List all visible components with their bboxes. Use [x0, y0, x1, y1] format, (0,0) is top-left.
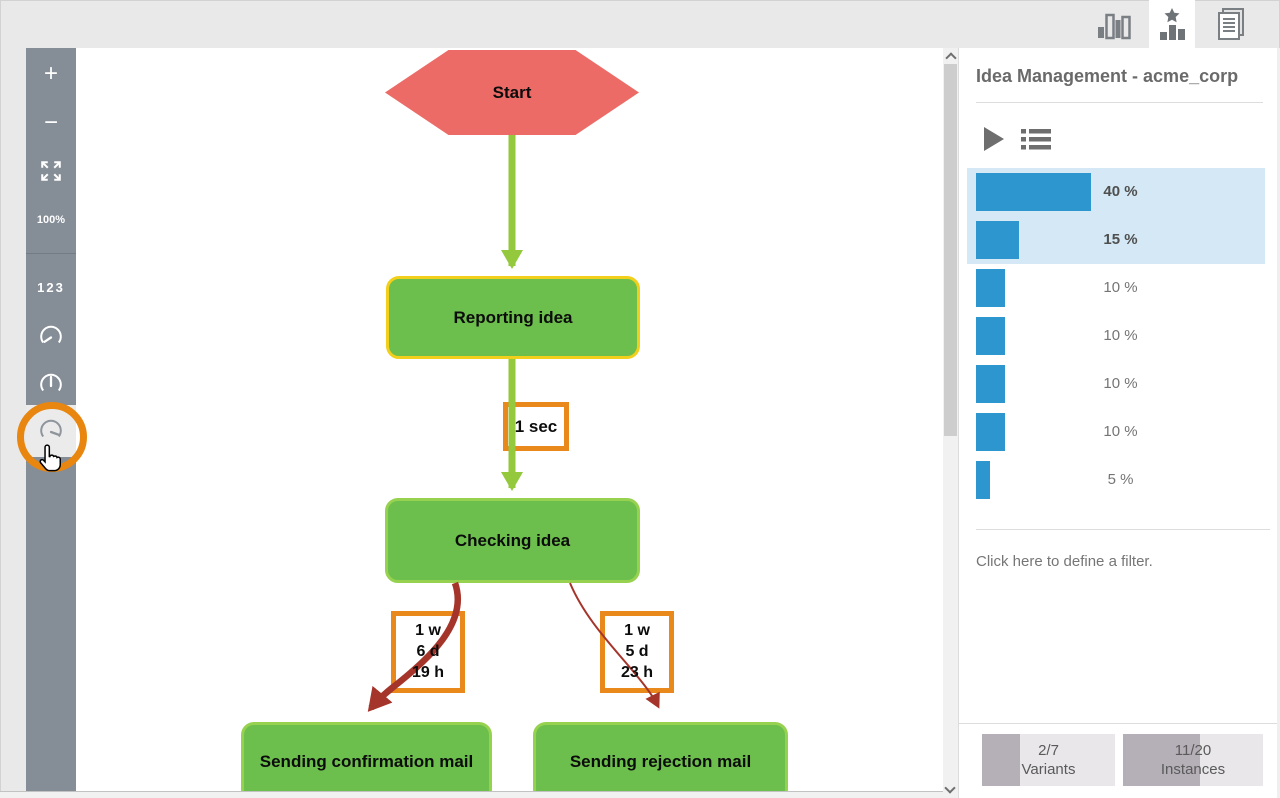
- duration-gauge-high-button[interactable]: [26, 405, 76, 457]
- variant-bar: [976, 461, 991, 499]
- variant-bar: [976, 413, 1005, 451]
- variant-actions: [983, 125, 1280, 153]
- variant-percent: 10 %: [1103, 423, 1138, 440]
- variant-percent: 5 %: [1107, 471, 1134, 488]
- fit-to-screen-button[interactable]: [26, 147, 76, 195]
- variant-percent: 15 %: [1103, 231, 1138, 248]
- divider: [976, 529, 1270, 530]
- duration-gauge-mid-button[interactable]: [26, 361, 76, 409]
- instances-stat-fill: [1123, 734, 1200, 786]
- zoom-out-button[interactable]: −: [43, 109, 58, 136]
- scroll-up-icon[interactable]: [944, 52, 957, 64]
- tab-variants[interactable]: [1149, 0, 1195, 48]
- duration-text: 19 h: [411, 664, 444, 681]
- variant-percent: 10 %: [1103, 327, 1138, 344]
- duration-gauge-low-icon: [40, 325, 62, 344]
- duration-text: 6 d: [416, 643, 440, 660]
- duration-gauge-low-button[interactable]: [26, 313, 76, 361]
- column-chart-icon: [1098, 13, 1131, 40]
- variants-panel: Idea Management - acme_corp 40 %: [958, 48, 1280, 798]
- duration-text: 1 sec: [514, 417, 558, 436]
- panel-scrollbar[interactable]: [1277, 48, 1280, 798]
- instances-stat-value: 11/20: [1174, 742, 1212, 759]
- variants-stat-fill: [982, 734, 1021, 786]
- zoom-in-button[interactable]: +: [43, 60, 58, 87]
- variant-row[interactable]: 10 %: [967, 408, 1265, 456]
- frequency-numbers-button[interactable]: 123: [37, 279, 65, 295]
- duration-text: 23 h: [620, 664, 653, 681]
- node-sending-rejection-mail[interactable]: Sending rejection mail: [533, 722, 788, 791]
- variant-bar: [976, 269, 1005, 307]
- variant-bar: [976, 173, 1091, 211]
- list-icon: [1021, 129, 1051, 150]
- view-tabs: [1091, 0, 1253, 48]
- expand-icon: [41, 161, 61, 181]
- tab-frequency[interactable]: [1091, 0, 1137, 48]
- variants-star-icon: [1160, 8, 1185, 40]
- variant-percent: 40 %: [1103, 183, 1138, 200]
- instances-stat-box[interactable]: 11/20 Instances: [1123, 734, 1263, 786]
- report-document-icon: [1218, 8, 1244, 40]
- panel-title: Idea Management - acme_corp: [976, 66, 1239, 86]
- variant-row[interactable]: 15 %: [967, 216, 1265, 264]
- edge-duration-label: 1 sec: [503, 402, 569, 451]
- variants-stat-box[interactable]: 2/7 Variants: [982, 734, 1115, 786]
- play-icon: [984, 127, 1004, 151]
- node-start[interactable]: Start: [385, 50, 639, 135]
- variant-percent: 10 %: [1103, 375, 1138, 392]
- duration-text: 1 w: [415, 622, 441, 639]
- instances-stat-label: Instances: [1160, 761, 1226, 778]
- tab-report[interactable]: [1207, 0, 1253, 48]
- duration-gauge-mid-icon: [40, 373, 62, 392]
- map-toolbar: + − 100% 123: [26, 48, 76, 791]
- variant-row[interactable]: 5 %: [967, 456, 1265, 504]
- node-checking-idea[interactable]: Checking idea: [385, 498, 640, 583]
- edge-duration-label: 1 w 6 d 19 h: [391, 611, 465, 693]
- variant-bar: [976, 221, 1020, 259]
- zoom-level-button[interactable]: 100%: [36, 214, 66, 226]
- variant-row[interactable]: 10 %: [967, 360, 1265, 408]
- edge-duration-label: 1 w 5 d 23 h: [600, 611, 674, 693]
- duration-text: 5 d: [625, 643, 649, 660]
- variant-bar: [976, 317, 1005, 355]
- variant-row[interactable]: 40 %: [967, 168, 1265, 216]
- canvas-bottom-strip: [0, 791, 943, 798]
- toolbar-divider: [26, 253, 76, 254]
- play-animation-button[interactable]: [983, 126, 1005, 152]
- duration-text: 1 w: [624, 622, 650, 639]
- duration-gauge-high-icon: [40, 419, 62, 438]
- canvas-scrollbar[interactable]: [943, 48, 958, 798]
- define-filter-link[interactable]: Click here to define a filter.: [976, 553, 1153, 570]
- variant-bar: [976, 365, 1005, 403]
- variant-row[interactable]: 10 %: [967, 264, 1265, 312]
- process-map-canvas[interactable]: Start Reporting idea Checking idea Sendi…: [76, 48, 943, 791]
- variants-stat-label: Variants: [1021, 761, 1076, 778]
- node-reporting-idea[interactable]: Reporting idea: [386, 276, 640, 359]
- selection-stats: 2/7 Variants 11/20 Instances: [959, 723, 1280, 798]
- variant-percent: 10 %: [1103, 279, 1138, 296]
- scroll-down-icon[interactable]: [944, 782, 956, 794]
- scrollbar-thumb[interactable]: [944, 64, 957, 436]
- divider: [976, 102, 1263, 103]
- variant-list-button[interactable]: [1021, 126, 1051, 152]
- variant-frequency-list: 40 % 15 % 10 % 10 % 10 % 10 %: [959, 168, 1280, 504]
- variants-stat-value: 2/7: [1038, 742, 1059, 759]
- variant-row[interactable]: 10 %: [967, 312, 1265, 360]
- node-sending-confirmation-mail[interactable]: Sending confirmation mail: [241, 722, 492, 791]
